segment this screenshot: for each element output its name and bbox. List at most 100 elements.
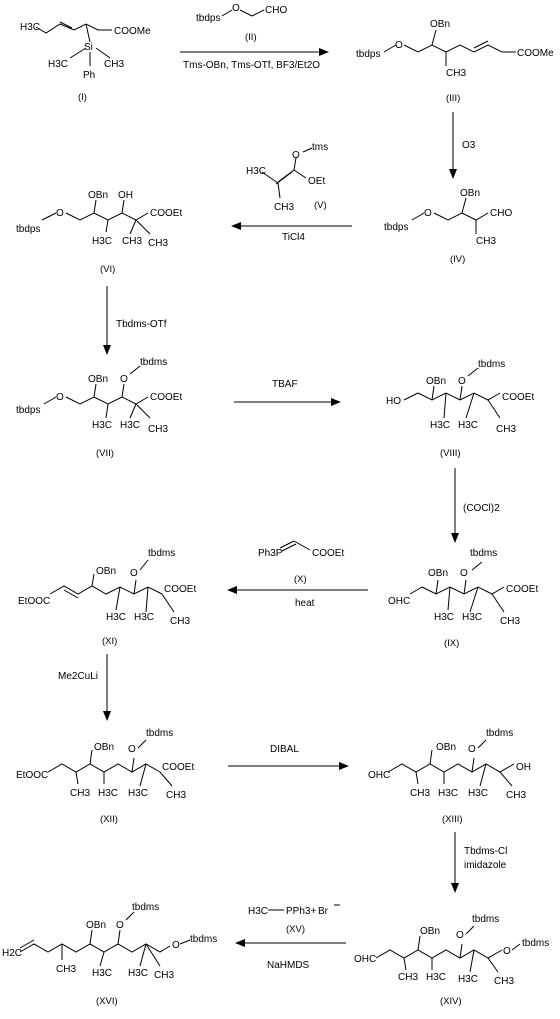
XII-text-8: CH3 xyxy=(166,790,186,801)
V-text-1: tms xyxy=(312,142,328,153)
IX-text-6: H3C xyxy=(462,612,482,623)
XII-label: (XII) xyxy=(100,814,118,825)
compound-III: OBn tbdps O CH3 COOMe (III) xyxy=(356,19,554,104)
compound-II: tbdps O CHO (II) xyxy=(196,3,287,43)
VI-text-0: OBn xyxy=(88,190,108,201)
IV-text-1: tbdps xyxy=(384,222,408,233)
X-label: (X) xyxy=(294,574,307,585)
III-text-0: OBn xyxy=(430,19,450,30)
III-text-2: O xyxy=(395,40,403,51)
XVI-text-2: O xyxy=(116,920,124,931)
VII-text-4: O xyxy=(56,392,64,403)
XIV-text-5: tbdms xyxy=(522,938,549,949)
I-text-0: H3C xyxy=(20,22,40,33)
reagent-r8: Me2CuLi xyxy=(58,671,98,682)
I-text-3: CH3 xyxy=(104,59,124,70)
VI-text-2: tbdps xyxy=(16,224,40,235)
reagent-r6: (COCl)2 xyxy=(463,503,500,514)
XIII-text-2: O xyxy=(468,744,476,755)
VIII-text-4: COOEt xyxy=(502,392,534,403)
X-text-0: Ph3P xyxy=(258,548,283,559)
compound-XIII: tbdms OBn O OHC OH CH3 H3C H3C CH3 (XIII… xyxy=(368,728,531,825)
II-text-1: O xyxy=(232,3,240,14)
V-label: (V) xyxy=(314,200,327,211)
VII-text-3: tbdps xyxy=(16,405,40,416)
reagent-r7: heat xyxy=(295,598,315,609)
IX-text-2: O xyxy=(460,568,468,579)
compound-VIII: tbdms OBn O HO COOEt H3C H3C CH3 (VIII) xyxy=(386,359,534,459)
XIII-label: (XIII) xyxy=(442,814,463,825)
compound-XVI: tbdms OBn O H2C O tbdms CH3 H3C H3C CH3 … xyxy=(2,902,217,1007)
XIII-text-3: OHC xyxy=(368,770,390,781)
IX-text-3: OHC xyxy=(388,596,410,607)
XI-text-7: CH3 xyxy=(170,616,190,627)
compound-IV: OBn tbdps O CHO CH3 (IV) xyxy=(384,188,512,265)
reagent-r11: NaHMDS xyxy=(267,960,310,971)
reagent-r10b: imidazole xyxy=(464,860,507,871)
IX-text-7: CH3 xyxy=(500,616,520,627)
VI-text-4: COOEt xyxy=(150,208,182,219)
III-text-1: tbdps xyxy=(356,49,380,60)
VI-text-5: H3C xyxy=(92,236,112,247)
reagent-labels: Tms-OBn, Tms-OTf, BF3/Et2O O3 TiCl4 Tbdm… xyxy=(58,60,507,971)
compound-XV: H3C PPh3+ Br (XV) xyxy=(248,904,340,935)
XI-text-0: tbdms xyxy=(148,548,175,559)
XI-text-5: H3C xyxy=(106,612,126,623)
III-text-3: CH3 xyxy=(446,68,466,79)
IX-text-4: COOEt xyxy=(506,584,538,595)
XIV-text-6: CH3 xyxy=(398,972,418,983)
I-text-1: Si xyxy=(84,42,93,53)
XVI-text-3: H2C xyxy=(2,948,22,959)
XII-text-0: tbdms xyxy=(146,728,173,739)
compound-XI: tbdms OBn O EtOOC COOEt H3C H3C CH3 (XI) xyxy=(18,548,196,647)
XIV-text-8: H3C xyxy=(458,974,478,985)
compound-XII: tbdms OBn O EtOOC COOEt CH3 H3C H3C CH3 … xyxy=(16,728,194,825)
XIII-text-0: tbdms xyxy=(486,728,513,739)
IX-text-1: OBn xyxy=(428,568,448,579)
reagent-r2: O3 xyxy=(462,140,476,151)
XV-text-2: Br xyxy=(318,906,329,917)
XIII-text-4: OH xyxy=(516,762,531,773)
VII-text-8: CH3 xyxy=(148,424,168,435)
XIV-text-2: O xyxy=(456,930,464,941)
XII-text-6: H3C xyxy=(98,788,118,799)
VIII-text-1: OBn xyxy=(426,376,446,387)
XI-text-2: O xyxy=(130,568,138,579)
XVI-text-6: CH3 xyxy=(56,964,76,975)
reagent-r4: Tbdms-OTf xyxy=(116,319,167,330)
compound-I: H3C Si H3C CH3 Ph COOMe (I) xyxy=(20,21,151,103)
XII-text-4: COOEt xyxy=(162,762,194,773)
V-text-3: H3C xyxy=(246,166,266,177)
VI-text-3: O xyxy=(56,208,64,219)
IV-text-4: CH3 xyxy=(476,236,496,247)
compound-VII: tbdms OBn O tbdps O COOEt H3C H3C CH3 (V… xyxy=(16,357,182,459)
compound-V: O tms OEt H3C CH3 (V) xyxy=(246,142,328,213)
I-text-5: COOMe xyxy=(114,26,151,37)
I-label: (I) xyxy=(78,92,87,103)
VIII-text-7: CH3 xyxy=(496,424,516,435)
XIII-text-5: CH3 xyxy=(410,788,430,799)
XII-text-7: H3C xyxy=(128,788,148,799)
XIII-text-1: OBn xyxy=(436,742,456,753)
VII-text-2: O xyxy=(120,374,128,385)
compound-IX: tbdms OBn O OHC COOEt H3C H3C CH3 (IX) xyxy=(388,548,538,649)
VII-text-1: OBn xyxy=(88,374,108,385)
XV-text-0: H3C xyxy=(248,906,268,917)
VI-text-7: CH3 xyxy=(148,238,168,249)
XIV-text-1: OBn xyxy=(420,926,440,937)
IX-text-0: tbdms xyxy=(470,548,497,559)
VIII-text-0: tbdms xyxy=(478,359,505,370)
XV-label: (XV) xyxy=(286,924,305,935)
XV-text-1: PPh3+ xyxy=(286,906,316,917)
I-text-4: Ph xyxy=(83,70,95,81)
IX-text-5: H3C xyxy=(434,612,454,623)
XIV-text-7: H3C xyxy=(426,972,446,983)
XI-text-3: EtOOC xyxy=(18,596,50,607)
XIV-text-3: OHC xyxy=(354,954,376,965)
VIII-text-6: H3C xyxy=(458,420,478,431)
XIV-text-9: CH3 xyxy=(494,976,514,987)
XIII-text-7: H3C xyxy=(468,788,488,799)
VI-label: (VI) xyxy=(100,264,115,275)
II-text-2: CHO xyxy=(265,5,287,16)
XII-text-5: CH3 xyxy=(70,788,90,799)
